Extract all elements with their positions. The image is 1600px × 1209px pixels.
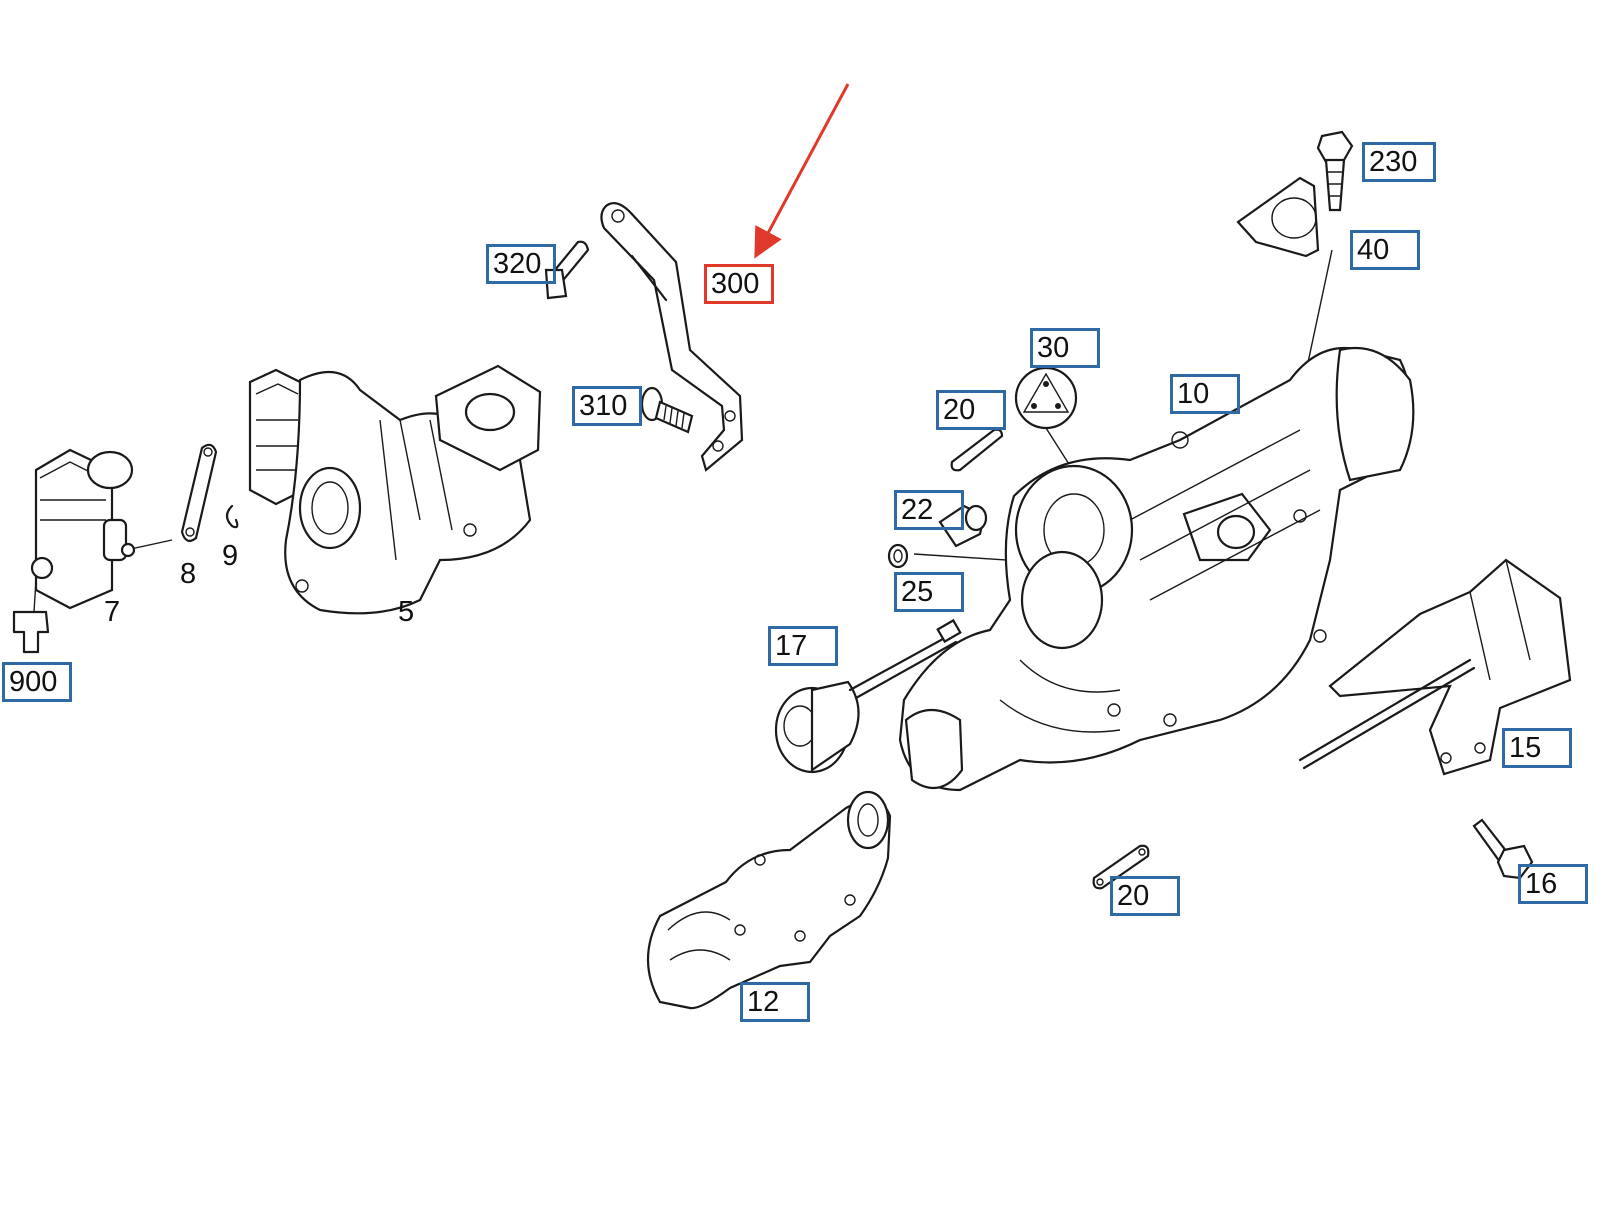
callout-7: 7: [104, 596, 121, 628]
part-8-rod: [180, 443, 218, 542]
callout-30[interactable]: 30: [1030, 328, 1100, 368]
part-7-actuator: [30, 448, 173, 610]
callout-15[interactable]: 15: [1502, 728, 1572, 768]
part-300-bracket: [600, 201, 744, 472]
callout-12[interactable]: 12: [740, 982, 810, 1022]
part-230-bolt: [1316, 130, 1354, 212]
part-5-turbocharger: [248, 364, 542, 615]
callout-230[interactable]: 230: [1362, 142, 1436, 182]
callout-20-lower[interactable]: 20: [1110, 876, 1180, 916]
highlight-arrow: [754, 83, 850, 259]
callout-10[interactable]: 10: [1170, 374, 1240, 414]
part-17-actuator: [774, 618, 962, 774]
part-10-turbo-assembly: [898, 346, 1415, 792]
part-310-bolt: [640, 386, 694, 434]
part-9-clip: [225, 504, 239, 529]
callout-8: 8: [180, 558, 197, 590]
callout-20-upper[interactable]: 20: [936, 390, 1006, 430]
callout-310[interactable]: 310: [572, 386, 642, 426]
callout-22[interactable]: 22: [894, 490, 964, 530]
part-16-bolt: [1472, 818, 1534, 880]
callout-320[interactable]: 320: [486, 244, 556, 284]
callout-17[interactable]: 17: [768, 626, 838, 666]
part-12-pipe: [646, 790, 892, 1010]
part-20-plate-lower: [1092, 844, 1150, 890]
callout-900[interactable]: 900: [2, 662, 72, 702]
part-40-gasket: [1236, 176, 1333, 401]
callout-25[interactable]: 25: [894, 572, 964, 612]
part-320-stud: [544, 240, 590, 300]
part-30-gasket: [1014, 366, 1131, 561]
part-15-heat-shield: [1298, 558, 1572, 776]
callout-9: 9: [222, 540, 239, 572]
callout-16[interactable]: 16: [1518, 864, 1588, 904]
callout-40[interactable]: 40: [1350, 230, 1420, 270]
callout-300-highlighted[interactable]: 300: [704, 264, 774, 304]
part-20-plate-upper: [950, 428, 1004, 472]
callout-5: 5: [398, 596, 415, 628]
